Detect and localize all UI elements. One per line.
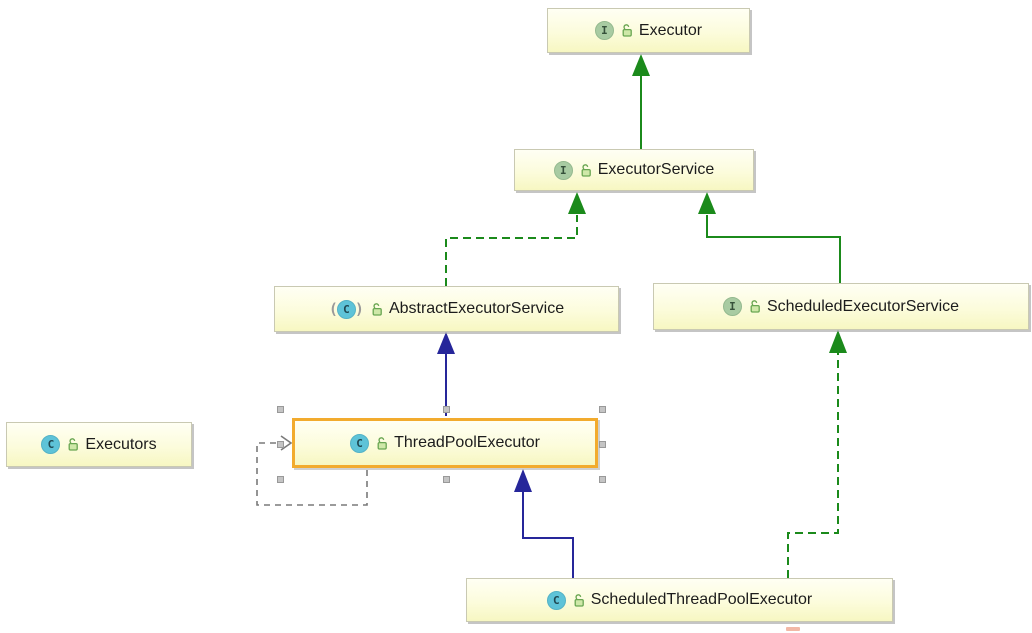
unlock-icon — [579, 163, 592, 177]
unlock-icon — [620, 24, 633, 37]
node-scheduled-thread-pool-executor[interactable]: C ScheduledThreadPoolExecutor — [466, 578, 893, 622]
selection-handle-top-center[interactable] — [443, 406, 450, 413]
interface-icon: I — [722, 297, 742, 316]
interface-icon: I — [594, 21, 614, 40]
edge-scheduledexecutorservice-extends-executorservice[interactable] — [698, 192, 841, 283]
unlock-icon — [66, 438, 79, 451]
unlock-icon — [375, 436, 388, 450]
selection-handle-top-left[interactable] — [277, 406, 284, 413]
unlock-icon — [370, 302, 383, 316]
class-icon: C — [41, 435, 61, 454]
selection-handle-middle-right[interactable] — [599, 441, 606, 448]
node-label: ExecutorService — [597, 161, 715, 178]
selection-handle-middle-left[interactable] — [277, 441, 284, 448]
edge-executorservice-extends-executor[interactable] — [632, 54, 650, 149]
class-icon: C — [350, 433, 370, 453]
edge-threadpoolexecutor-extends-abstractexecutorservice[interactable] — [437, 332, 455, 416]
node-executor[interactable]: I Executor — [547, 8, 750, 53]
red-marker — [786, 627, 800, 631]
edge-scheduledthreadpoolexecutor-implements-scheduledexecutorservice[interactable] — [787, 330, 847, 578]
node-label: ThreadPoolExecutor — [394, 434, 540, 451]
node-executors[interactable]: C Executors — [6, 422, 192, 467]
abstract-class-icon: ( C ) — [328, 299, 364, 319]
selection-handle-bottom-left[interactable] — [277, 476, 284, 483]
edge-scheduledthreadpoolexecutor-extends-threadpoolexecutor[interactable] — [514, 469, 574, 578]
node-label: ScheduledExecutorService — [766, 297, 960, 315]
node-label: Executor — [638, 21, 703, 39]
node-abstract-executor-service[interactable]: ( C ) AbstractExecutorService — [274, 286, 619, 332]
node-scheduled-executor-service[interactable]: I ScheduledExecutorService — [653, 283, 1029, 330]
unlock-icon — [572, 593, 585, 607]
selection-handle-top-right[interactable] — [599, 406, 606, 413]
edge-threadpoolexecutor-self-dependency[interactable] — [256, 435, 368, 506]
unlock-icon — [748, 300, 761, 313]
edge-abstractexecutorservice-implements-executorservice[interactable] — [445, 192, 586, 286]
selection-handle-bottom-center[interactable] — [443, 476, 450, 483]
node-thread-pool-executor[interactable]: C ThreadPoolExecutor — [292, 418, 598, 468]
class-icon: C — [546, 590, 566, 610]
node-label: Executors — [85, 435, 157, 453]
node-executor-service[interactable]: I ExecutorService — [514, 149, 754, 191]
interface-icon: I — [553, 160, 573, 180]
selection-handle-bottom-right[interactable] — [599, 476, 606, 483]
node-label: ScheduledThreadPoolExecutor — [590, 591, 813, 608]
node-label: AbstractExecutorService — [388, 300, 565, 317]
